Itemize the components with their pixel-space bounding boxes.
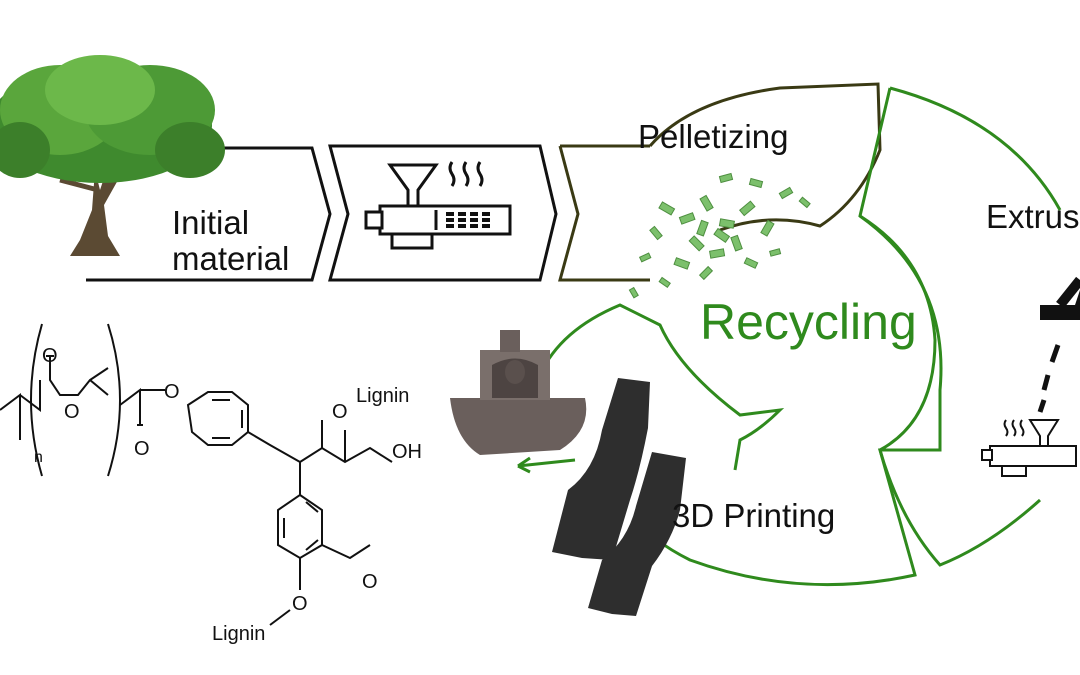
- label-pelletizing: Pelletizing: [638, 118, 789, 155]
- chem-lignin-top: Lignin: [356, 385, 409, 407]
- chem-subscript-n: n: [34, 449, 43, 466]
- chem-oh: OH: [392, 441, 422, 463]
- label-initial: Initial: [172, 204, 250, 241]
- extrusion-nozzle-icon: [1037, 276, 1080, 413]
- pellets-icon: [628, 172, 811, 299]
- chem-o-7: O: [292, 593, 308, 615]
- label-3d-printing: 3D Printing: [672, 497, 836, 534]
- printed-boat-icon: [450, 330, 587, 455]
- bracket-left: [30, 323, 43, 477]
- extruder-icon: [364, 161, 512, 250]
- recycling-arrow-small: [517, 456, 576, 474]
- chem-o-5: O: [332, 401, 348, 423]
- chem-o-6: O: [362, 571, 378, 593]
- label-recycling: Recycling: [700, 294, 917, 350]
- chem-o-1: O: [42, 345, 58, 367]
- tensile-specimen-icon: [552, 378, 686, 616]
- chevron-extruder: [328, 144, 558, 282]
- chevron-initial-material: [86, 146, 332, 282]
- label-extrusion: Extrus: [986, 198, 1080, 235]
- chemical-structure: [0, 323, 393, 626]
- bracket-right: [107, 323, 121, 477]
- recycling-arrow-pelletizing: [648, 82, 882, 232]
- small-extruder-icon: [981, 419, 1077, 477]
- chevron-pelletizing: [558, 144, 650, 282]
- chem-o-2: O: [64, 401, 80, 423]
- recycling-arrow-printing: [638, 214, 937, 587]
- chem-o-4: O: [164, 381, 180, 403]
- chem-o-3: O: [134, 438, 150, 460]
- label-material: material: [172, 240, 290, 277]
- tree-icon: [0, 55, 225, 256]
- recycling-arrow-return: [538, 303, 785, 471]
- chem-lignin-bottom: Lignin: [212, 623, 265, 645]
